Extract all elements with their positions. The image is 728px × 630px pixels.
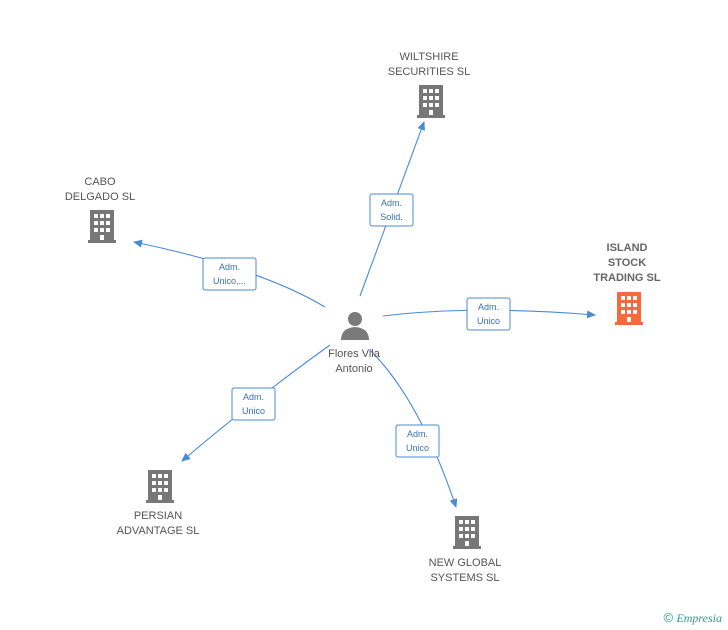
role-line: Unico,... [213, 276, 246, 286]
role-line: Solid. [380, 212, 403, 222]
role-line: Unico [242, 406, 265, 416]
person-name-line2: Antonio [335, 363, 372, 375]
building-icon [146, 470, 174, 503]
company-node-persian[interactable]: PERSIAN ADVANTAGE SL [117, 470, 200, 537]
company-name-line: STOCK [608, 257, 646, 269]
copyright-footer: © Empresia [664, 610, 723, 626]
role-line: Adm. [478, 302, 499, 312]
person-name-line1: Flores Vila [328, 348, 381, 360]
role-badge-cabo: Adm. Unico,... [202, 257, 257, 291]
copyright-symbol: © [663, 610, 674, 625]
role-line: Adm. [243, 392, 264, 402]
role-badge-persian: Adm. Unico [231, 387, 276, 421]
building-icon [615, 292, 643, 325]
person-icon [341, 312, 369, 340]
building-icon [453, 516, 481, 549]
building-icon [88, 210, 116, 243]
role-line: Unico [406, 443, 429, 453]
company-name-line: SECURITIES SL [388, 66, 471, 78]
building-icon [417, 85, 445, 118]
role-badge-island: Adm. Unico [466, 297, 511, 331]
role-badge-wiltshire: Adm. Solid. [369, 193, 414, 227]
person-node[interactable]: Flores Vila Antonio [328, 312, 381, 375]
company-name-line: CABO [84, 176, 116, 188]
edge-newglobal [369, 349, 458, 508]
role-line: Adm. [407, 429, 428, 439]
company-name-line: NEW GLOBAL [429, 557, 502, 569]
company-node-newglobal[interactable]: NEW GLOBAL SYSTEMS SL [429, 516, 502, 584]
company-name-line: PERSIAN [134, 510, 182, 522]
role-line: Adm. [381, 198, 402, 208]
company-name-line: SYSTEMS SL [430, 572, 499, 584]
company-name-line: ISLAND [607, 242, 648, 254]
role-line: Unico [477, 316, 500, 326]
company-name-line: TRADING SL [593, 272, 661, 284]
brand-logo[interactable]: Empresia [676, 611, 722, 625]
company-name-line: ADVANTAGE SL [117, 525, 200, 537]
role-badge-newglobal: Adm. Unico [395, 424, 440, 458]
role-line: Adm. [219, 262, 240, 272]
company-node-island[interactable]: ISLAND STOCK TRADING SL [593, 242, 661, 325]
company-name-line: WILTSHIRE [399, 51, 458, 63]
company-node-cabo[interactable]: CABO DELGADO SL [65, 176, 135, 243]
company-node-wiltshire[interactable]: WILTSHIRE SECURITIES SL [388, 51, 471, 118]
company-name-line: DELGADO SL [65, 191, 135, 203]
